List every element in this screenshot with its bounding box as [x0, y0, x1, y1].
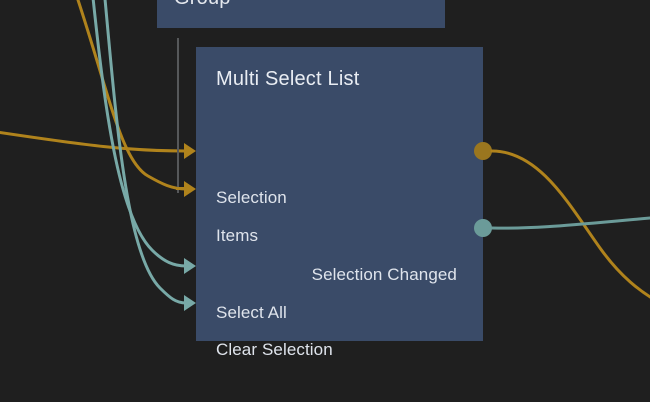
- wire-to-items: [76, 0, 188, 191]
- input-port-select-all[interactable]: [184, 258, 196, 274]
- input-port-label-selection[interactable]: Selection: [216, 188, 287, 207]
- input-port-label-items[interactable]: Items: [216, 226, 259, 245]
- input-port-items[interactable]: [184, 181, 196, 197]
- node-title: Multi Select List: [216, 68, 360, 90]
- group-boundary-line: [177, 38, 179, 193]
- input-port-clear-selection[interactable]: [184, 295, 196, 311]
- input-port-label-select-all[interactable]: Select All: [216, 303, 287, 322]
- output-port-label-selection-changed[interactable]: Selection Changed: [311, 265, 457, 284]
- input-port-label-clear-selection[interactable]: Clear Selection: [216, 340, 333, 359]
- output-port-selection[interactable]: [474, 142, 492, 160]
- wire-from-selection-changed-out: [490, 216, 650, 230]
- wire-to-select-all: [91, 0, 188, 268]
- wire-from-selection-out: [490, 149, 650, 299]
- group-node-title: Group: [174, 0, 231, 10]
- output-port-selection-changed[interactable]: [474, 219, 492, 237]
- multi-select-list-node[interactable]: Multi Select List Selection Items Select…: [196, 47, 483, 359]
- wire-to-clear-selection: [103, 0, 188, 305]
- wire-to-selection: [0, 130, 188, 153]
- input-port-items-stub: [176, 187, 186, 190]
- group-node[interactable]: Group: [157, 0, 445, 28]
- input-port-selection[interactable]: [184, 143, 196, 159]
